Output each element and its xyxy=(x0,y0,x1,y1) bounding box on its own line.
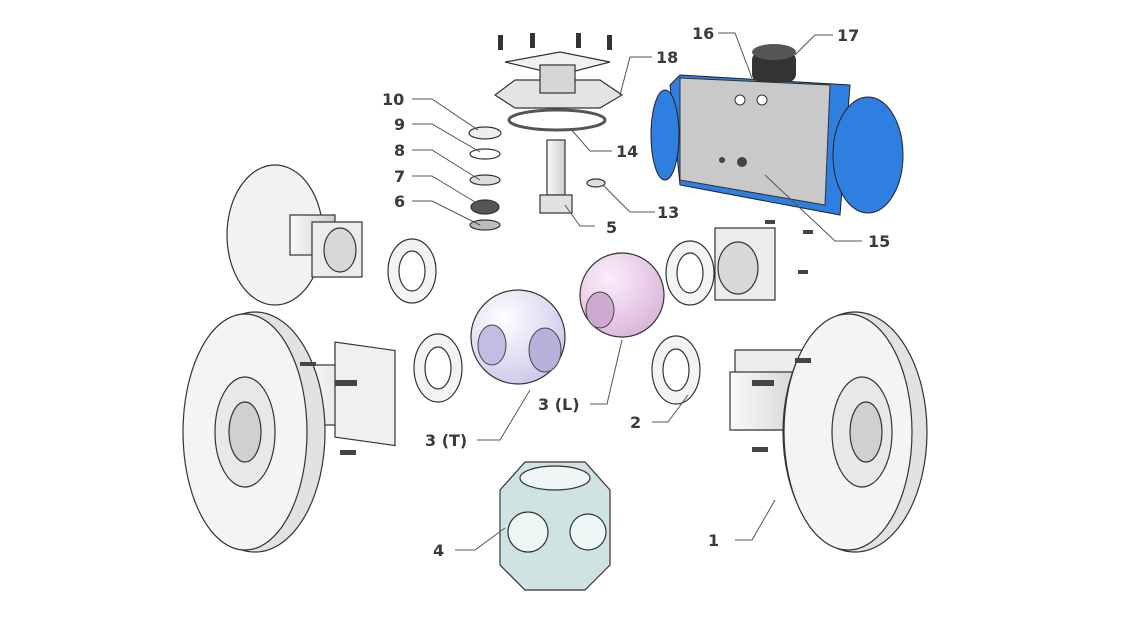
upper-right-flange xyxy=(714,227,776,301)
callout-2: 2 xyxy=(630,413,641,432)
callout-10: 10 xyxy=(382,90,404,109)
callout-5: 5 xyxy=(606,218,617,237)
callout-15: 15 xyxy=(868,232,890,251)
bolts xyxy=(300,220,813,455)
callout-3t: 3 (T) xyxy=(425,431,467,450)
callout-18: 18 xyxy=(656,48,678,67)
ball-t-port xyxy=(470,289,566,385)
callout-1: 1 xyxy=(708,531,719,550)
callout-13: 13 xyxy=(657,203,679,222)
stem-washer xyxy=(586,178,606,188)
callout-4: 4 xyxy=(433,541,444,560)
left-flange xyxy=(182,311,396,553)
valve-body xyxy=(499,461,611,591)
callout-14: 14 xyxy=(616,142,638,161)
stem xyxy=(539,139,573,214)
packing-stack xyxy=(468,126,502,231)
callout-3l: 3 (L) xyxy=(538,395,580,414)
leader-lines xyxy=(412,32,862,551)
o-ring xyxy=(507,108,607,132)
callout-6: 6 xyxy=(394,192,405,211)
upper-left-flange xyxy=(226,164,363,306)
position-indicator xyxy=(752,44,796,82)
callout-8: 8 xyxy=(394,141,405,160)
mounting-bracket xyxy=(493,33,624,109)
right-flange xyxy=(729,311,928,553)
callout-9: 9 xyxy=(394,115,405,134)
pneumatic-actuator xyxy=(650,44,904,216)
callout-16: 16 xyxy=(692,24,714,43)
callout-7: 7 xyxy=(394,167,405,186)
ball-l-port xyxy=(579,252,665,338)
callout-17: 17 xyxy=(837,26,859,45)
